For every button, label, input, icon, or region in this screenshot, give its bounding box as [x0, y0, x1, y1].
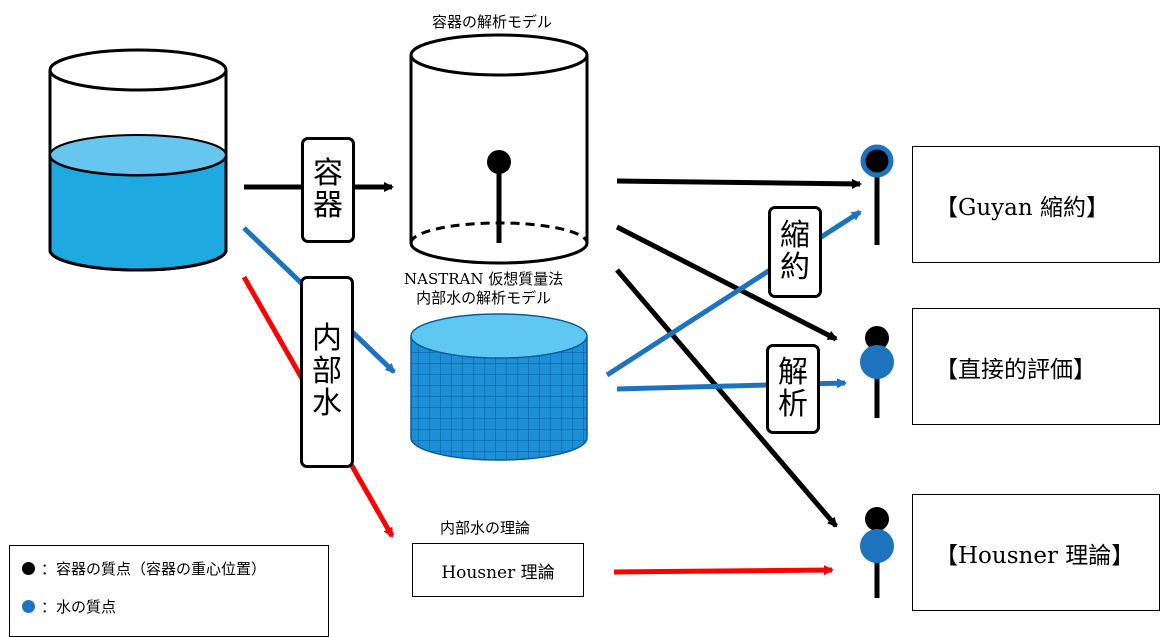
reduction-process-box: 縮 約: [768, 206, 822, 298]
legend-blue-dot-icon: [22, 600, 35, 613]
container-model-illustration: [409, 33, 589, 265]
direct-mass-symbol: [860, 326, 894, 418]
red-arrow-housner-to-result: [613, 565, 834, 576]
water-mesh-illustration: [410, 313, 588, 461]
housner-result-box: 【Housner 理論】: [912, 494, 1160, 611]
black-arrow-to-guyan: [616, 178, 862, 189]
legend-row-water: ：水の質点: [22, 596, 116, 617]
housner-mass-symbol: [860, 507, 894, 598]
legend-row-container: ：容器の質点（容器の重心位置）: [22, 558, 266, 579]
black-arrow-to-direct: [615, 224, 838, 342]
container-process-char-2: 器: [313, 188, 343, 223]
water-theory-caption: 内部水の理論: [440, 519, 531, 537]
guyan-mass-symbol: [860, 144, 894, 245]
water-process-char-2: 部: [312, 353, 342, 389]
analysis-process-char-1: 解: [778, 354, 808, 390]
legend-container-mass-label: ：容器の質点（容器の重心位置）: [41, 560, 267, 578]
nastran-caption-line1: NASTRAN 仮想質量法: [404, 270, 564, 288]
internal-water-process-box: 内 部 水: [300, 276, 354, 468]
water-process-char-1: 内: [312, 321, 342, 357]
direct-result-box: 【直接的評価】: [912, 308, 1160, 425]
water-process-char-3: 水: [312, 386, 342, 422]
container-mass-point: [487, 150, 511, 174]
legend-water-mass-label: ：水の質点: [41, 598, 117, 616]
housner-theory-box: Housner 理論: [412, 543, 584, 597]
water-tank-illustration: [48, 48, 228, 272]
container-model-caption: 容器の解析モデル: [432, 13, 553, 31]
reduction-process-char-1: 縮: [780, 217, 810, 253]
black-arrow-to-housner-result: [615, 268, 838, 528]
nastran-caption: NASTRAN 仮想質量法 内部水の解析モデル: [404, 270, 563, 308]
nastran-caption-line2: 内部水の解析モデル: [416, 288, 552, 307]
legend-black-dot-icon: [22, 562, 35, 575]
reduction-process-char-2: 約: [780, 250, 810, 285]
blue-arrow-to-guyan: [605, 209, 862, 378]
container-process-char-1: 容: [313, 155, 343, 191]
analysis-process-char-2: 析: [778, 387, 808, 422]
container-process-box: 容 器: [301, 137, 355, 243]
legend: ：容器の質点（容器の重心位置） ：水の質点: [9, 545, 329, 637]
analysis-process-box: 解 析: [766, 344, 820, 434]
guyan-result-box: 【Guyan 縮約】: [912, 146, 1160, 263]
